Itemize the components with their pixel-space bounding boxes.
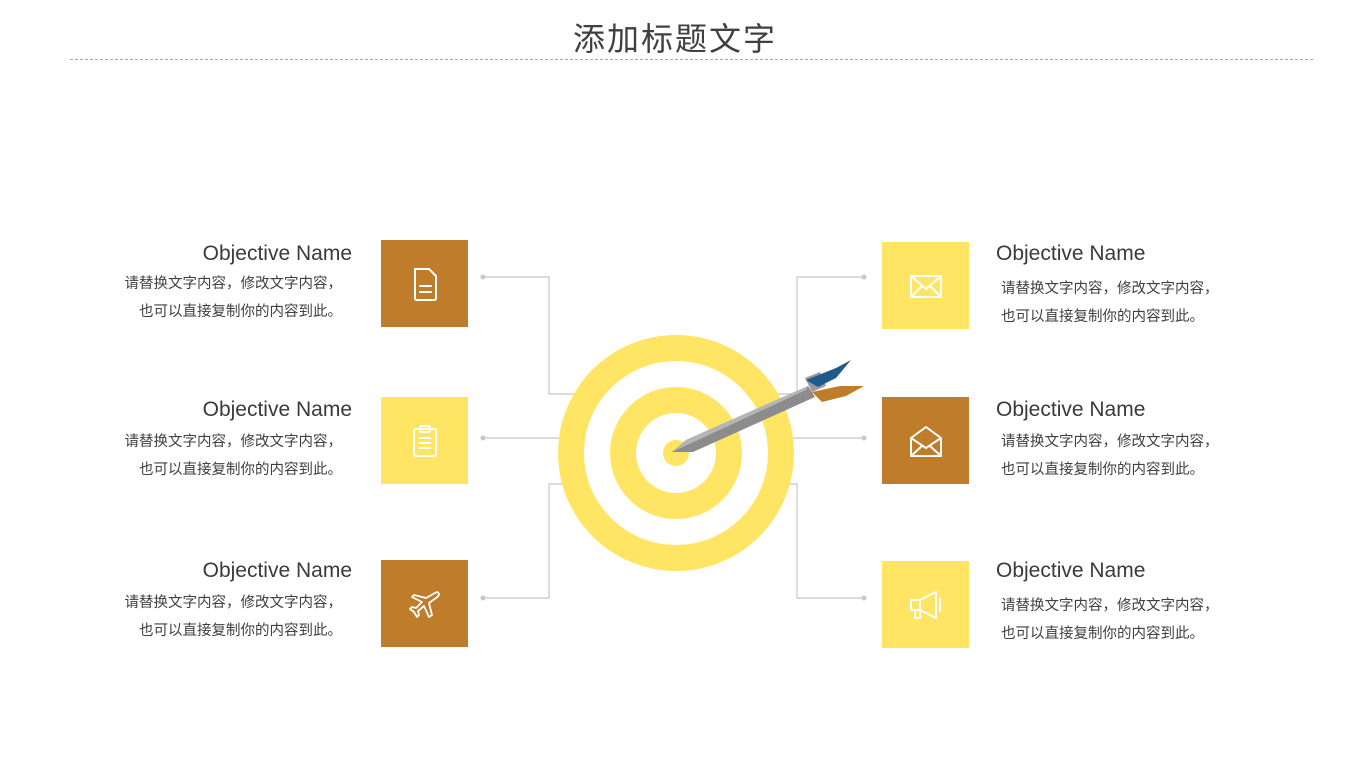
megaphone-icon — [909, 590, 941, 619]
tile-open-mail — [882, 397, 969, 484]
title-divider — [70, 59, 1313, 60]
target-illustration — [558, 335, 864, 571]
connector-left-1 — [483, 276, 576, 395]
objective-title-2: Objective Name — [202, 398, 352, 421]
arrow-feather-brown — [812, 386, 864, 402]
airplane-icon — [408, 590, 440, 618]
tile-megaphone — [882, 561, 969, 648]
objective-title-6: Objective Name — [996, 559, 1146, 582]
open-mail-icon — [909, 425, 942, 457]
objective-desc-5-line2: 也可以直接复制你的内容到此。 — [1001, 462, 1204, 478]
objective-desc-3-line1: 请替换文字内容，修改文字内容， — [124, 595, 343, 611]
objective-title-4: Objective Name — [996, 242, 1146, 265]
connector-dot — [861, 435, 867, 441]
objective-desc-2-line2: 也可以直接复制你的内容到此。 — [139, 462, 342, 478]
objective-title-1: Objective Name — [202, 242, 352, 265]
tile-airplane — [381, 560, 468, 647]
connector-right-1 — [776, 276, 864, 395]
tile-clipboard — [381, 397, 468, 484]
document-icon — [413, 267, 437, 301]
connector-dot — [480, 595, 486, 601]
arrow-icon — [672, 360, 864, 452]
objective-title-3: Objective Name — [202, 559, 352, 582]
objective-desc-5-line1: 请替换文字内容，修改文字内容， — [1001, 434, 1219, 450]
objective-desc-2-line1: 请替换文字内容，修改文字内容， — [124, 434, 343, 450]
objective-desc-1-line2: 也可以直接复制你的内容到此。 — [139, 304, 342, 320]
objective-desc-4-line2: 也可以直接复制你的内容到此。 — [1001, 309, 1204, 325]
objective-desc-6-line1: 请替换文字内容，修改文字内容， — [1001, 598, 1219, 614]
objective-title-5: Objective Name — [996, 398, 1146, 421]
objective-desc-1-line1: 请替换文字内容，修改文字内容， — [124, 276, 343, 292]
tile-document — [381, 240, 468, 327]
clipboard-icon — [412, 424, 437, 457]
page-title: 添加标题文字 — [572, 20, 777, 58]
arrow-feather-blue — [806, 360, 851, 387]
objective-desc-3-line2: 也可以直接复制你的内容到此。 — [139, 623, 342, 639]
mail-icon — [909, 274, 942, 298]
objective-desc-6-line2: 也可以直接复制你的内容到此。 — [1001, 626, 1204, 642]
tile-mail — [882, 242, 969, 329]
objective-desc-4-line1: 请替换文字内容，修改文字内容， — [1001, 281, 1219, 297]
connector-dot — [861, 274, 867, 280]
connector-dot — [480, 435, 486, 441]
connector-dot — [861, 595, 867, 601]
connector-dot — [480, 274, 486, 280]
